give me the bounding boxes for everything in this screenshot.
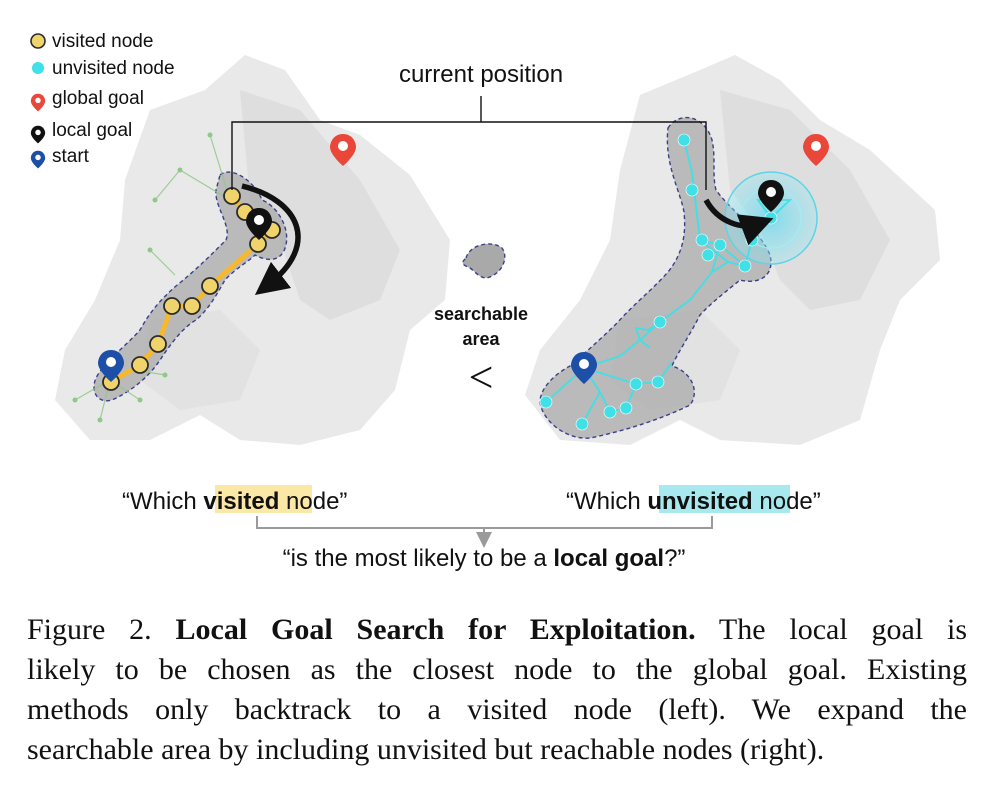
visited-node xyxy=(163,297,181,315)
unvisited-node xyxy=(539,395,553,409)
caption-line-2: likely to be chosen as the closest node … xyxy=(27,653,967,686)
unvisited-node xyxy=(701,248,715,262)
visited-node xyxy=(183,297,201,315)
unvisited-node xyxy=(619,401,633,415)
legend-unvisited-label: unvisited node xyxy=(52,58,175,79)
caption-line-1: Figure 2. Local Goal Search for Exploita… xyxy=(27,610,967,650)
visited-node xyxy=(131,356,149,374)
right-question: “Which unvisited node” xyxy=(566,488,821,515)
figure-title: Local Goal Search for Exploitation. xyxy=(175,613,696,646)
figure-label: Figure 2. xyxy=(27,613,152,646)
legend-visited-label: visited node xyxy=(52,31,153,52)
legend-global-goal-label: global goal xyxy=(52,88,144,109)
searchable-area-swatch xyxy=(462,243,506,279)
left-map xyxy=(55,55,450,445)
unvisited-node xyxy=(629,377,643,391)
unvisited-node xyxy=(713,238,727,252)
unvisited-node xyxy=(738,259,752,273)
right-start-pin xyxy=(571,352,597,384)
unvisited-node xyxy=(764,211,778,225)
current-position-label: current position xyxy=(399,61,563,88)
legend-start: start xyxy=(30,146,90,169)
visited-node xyxy=(223,187,241,205)
caption-line1-rest: The local goal is xyxy=(718,613,967,646)
searchable-label-line2: area xyxy=(462,329,500,349)
left-start-pin xyxy=(98,350,124,382)
visited-node xyxy=(201,277,219,295)
unvisited-node xyxy=(603,405,617,419)
left-question: “Which visited node” xyxy=(122,488,347,515)
unvisited-node xyxy=(745,233,759,247)
bottom-question: “is the most likely to be a local goal?” xyxy=(283,545,686,572)
legend-local-goal-label: local goal xyxy=(52,120,132,141)
unvisited-node xyxy=(685,183,699,197)
right-global-goal-pin xyxy=(803,134,829,166)
legend: visited node unvisited node global goal … xyxy=(30,31,175,169)
highlight-visited xyxy=(215,485,312,513)
right-local-goal-pin xyxy=(758,180,784,212)
legend-visited: visited node xyxy=(30,31,153,52)
left-backtrack-arrow xyxy=(241,183,301,296)
unvisited-node xyxy=(575,417,589,431)
unvisited-node xyxy=(677,133,691,147)
caption-line-3: methods only backtrack to a visited node… xyxy=(27,693,967,726)
unvisited-node xyxy=(695,233,709,247)
caption-line-4: searchable area by including unvisited b… xyxy=(27,733,825,766)
legend-global-goal: global goal xyxy=(30,88,144,112)
legend-start-label: start xyxy=(52,146,90,167)
highlight-unvisited xyxy=(659,485,790,513)
right-map xyxy=(525,55,940,445)
right-expansion-arrow xyxy=(703,198,774,246)
figure-caption: Figure 2. Local Goal Search for Exploita… xyxy=(27,610,967,770)
left-local-goal-pin xyxy=(246,208,272,240)
legend-local-goal: local goal xyxy=(30,120,132,144)
question-bracket xyxy=(256,516,713,548)
unvisited-node xyxy=(653,315,667,329)
visited-node xyxy=(149,335,167,353)
searchable-label-line1: searchable xyxy=(434,304,528,324)
current-position-bracket xyxy=(231,96,707,190)
unvisited-node xyxy=(651,375,665,389)
left-global-goal-pin xyxy=(330,134,356,166)
left-searchable-area xyxy=(93,171,288,402)
legend-unvisited: unvisited node xyxy=(32,58,175,79)
less-than-symbol: < xyxy=(469,353,494,402)
